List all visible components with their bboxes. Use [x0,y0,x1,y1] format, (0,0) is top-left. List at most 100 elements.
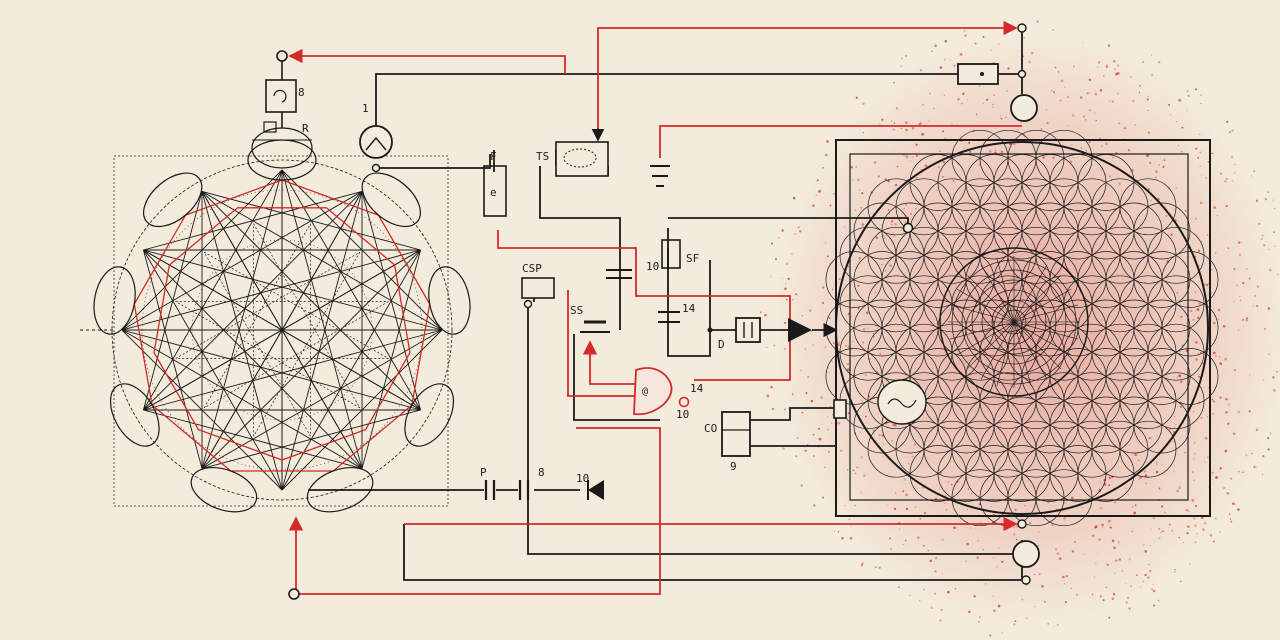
speckle [1185,508,1189,512]
speckle [1229,131,1231,133]
speckle [1007,67,1010,70]
co-block[interactable] [721,411,751,457]
web-spoke [996,258,1015,323]
flower-top-terminal[interactable] [902,222,914,234]
red-terminal[interactable] [678,396,690,408]
speckle [1139,476,1142,479]
speckle [1181,126,1184,129]
speckle [1099,481,1101,484]
speckle [1161,505,1164,508]
web-spoke [1013,321,1078,340]
top-right-lamp[interactable] [1010,94,1038,122]
bottom-right-lamp[interactable] [1012,540,1040,568]
speckle [1148,161,1152,165]
speckle [1145,482,1148,485]
fuse-block[interactable] [483,165,507,217]
speckle [921,104,924,106]
speckle [861,192,864,195]
left-mandala-frame [113,155,449,507]
meter-gauge[interactable] [359,125,393,159]
speckle [882,235,885,238]
diode-arrow-icon [788,318,812,342]
speckle [1206,416,1209,418]
ts-switch-box[interactable] [555,141,609,177]
speckle [1108,476,1112,480]
star-spoke [143,249,283,331]
speckle [1205,176,1208,179]
speckle [910,212,912,215]
c6p-block[interactable] [521,277,555,299]
bottom-left-terminal[interactable] [288,588,300,600]
speckle [893,423,897,427]
speckle [1177,144,1180,147]
speckle [864,415,867,418]
speckle [1214,354,1217,358]
right-block-port[interactable] [833,399,847,419]
speckle [894,183,898,187]
speckle [900,65,902,67]
speckle [1173,570,1176,573]
bottom-right-terminal-a[interactable] [1017,519,1027,529]
top-left-terminal[interactable] [276,50,288,62]
speckle [841,537,844,540]
speckle [1207,486,1209,489]
speckle [868,395,871,398]
speckle [1161,463,1164,465]
speckle [1108,100,1111,102]
speckle [947,590,950,594]
speckle [1022,55,1025,57]
speckle [1146,98,1149,101]
crystal-component[interactable] [735,317,761,343]
label-1: 1 [362,102,369,115]
speckle [1158,527,1161,530]
speckle [1199,151,1202,154]
bottom-right-terminal-b[interactable] [1021,575,1031,585]
left-geometric-mandala [93,127,471,513]
web-ring [961,269,1067,375]
speckle [1207,160,1210,163]
star-spoke [201,329,283,469]
right-flower-of-life [825,129,1219,527]
speckle [1234,503,1236,505]
red-polygon [133,179,431,472]
speckle [1053,91,1056,94]
speckle [877,175,880,178]
speckle [1108,484,1111,487]
c6p-terminal[interactable] [523,299,533,309]
top-right-terminal[interactable] [1017,23,1027,33]
speckle [782,447,785,450]
speckle [1056,623,1059,626]
speckle [826,140,829,143]
speckle [1182,541,1185,544]
speckle [791,393,794,396]
web-spoke [967,275,1015,323]
speckle [860,455,864,459]
speckle [900,127,903,130]
speckle [781,229,784,232]
web-spoke [950,321,1015,340]
speckle [1206,234,1209,237]
speckle [1146,154,1149,158]
red-bell-element[interactable] [633,367,673,416]
star-chord [143,329,443,411]
speckle [993,609,996,612]
speckle [970,527,972,529]
speckle [1211,152,1214,155]
top-right-switch[interactable] [957,63,999,85]
relay-device-top-left[interactable] [265,79,297,113]
petal-lobe [306,466,374,513]
speckle [973,595,976,598]
speckle [1168,523,1171,526]
meter-terminal[interactable] [371,163,381,173]
speckle [892,128,895,131]
resistor-10[interactable] [661,239,681,269]
speckle [848,518,851,521]
speckle [905,221,907,224]
speckle [1036,20,1039,23]
speckle [1114,501,1117,504]
left-lobes [93,139,471,513]
speckle [787,408,790,410]
speckle [1072,157,1074,159]
speckle [1200,102,1202,105]
speckle [1267,436,1270,440]
